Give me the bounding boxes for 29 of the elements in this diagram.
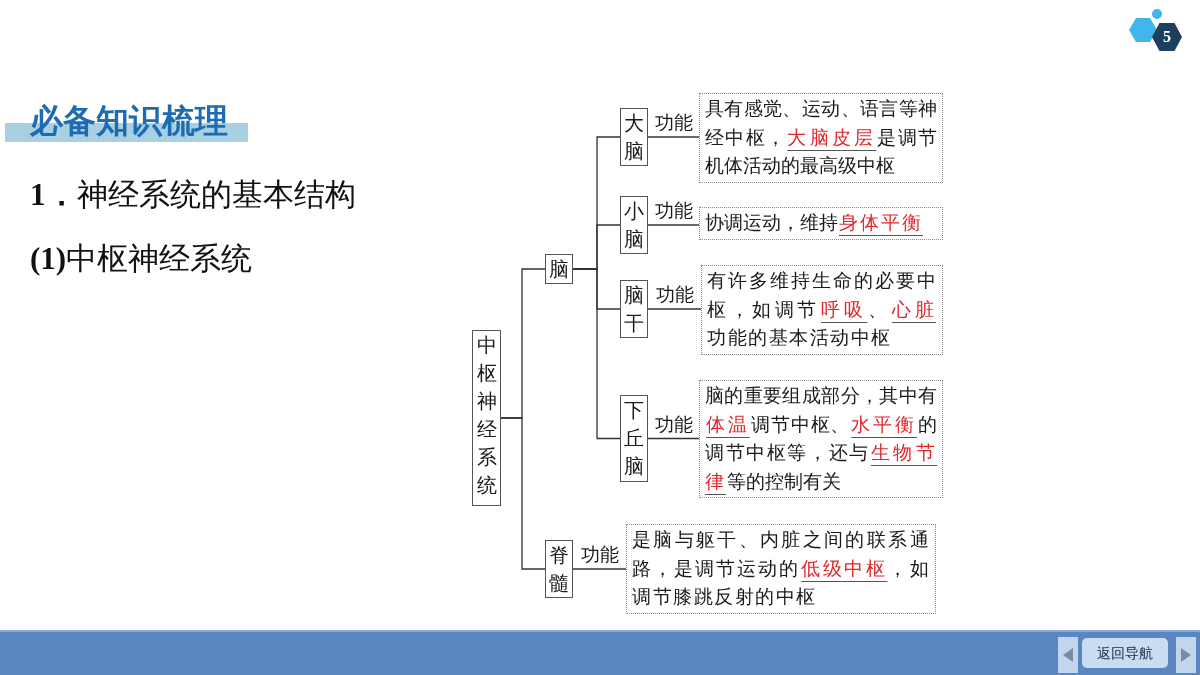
- term-box: 下丘脑: [620, 395, 648, 482]
- connector-line: [647, 224, 700, 226]
- connector-line: [572, 268, 621, 440]
- description-box: 协调运动，维持身体平衡: [699, 207, 943, 240]
- edge-label: 功能: [654, 413, 693, 436]
- edge-label: 功能: [655, 284, 694, 306]
- section-title: 1．神经系统的基本结构: [30, 176, 356, 214]
- connector-line: [647, 308, 702, 310]
- description-box: 脑的重要组成部分，其中有体温调节中枢、水平衡的调节中枢等，还与生物节律等的控制有关: [699, 380, 943, 498]
- edge-label: 功能: [580, 544, 619, 566]
- section-title: (1)中枢神经系统: [30, 240, 253, 278]
- term-box: 脑: [545, 254, 573, 284]
- page-number-badge: 5: [1152, 22, 1182, 52]
- navigation-button: 返回导航: [1082, 638, 1168, 668]
- description-box: 有许多维持生命的必要中枢，如调节呼吸、心脏功能的基本活动中枢: [701, 265, 943, 355]
- description-box: 是脑与躯干、内脏之间的联系通路，是调节运动的低级中枢，如调节膝跳反射的中枢: [626, 524, 936, 614]
- section-heading: 必备知识梳理: [5, 100, 248, 142]
- term-box: 大脑: [620, 108, 648, 166]
- description-box: 具有感觉、运动、语言等神经中枢，大脑皮层是调节机体活动的最高级中枢: [699, 93, 943, 183]
- connector-line: [500, 417, 546, 570]
- term-box: 小脑: [620, 196, 648, 254]
- connector-line: [572, 568, 627, 570]
- term-box: 中枢神经系统: [472, 330, 501, 506]
- term-box: 脑干: [620, 280, 648, 338]
- edge-label: 功能: [654, 200, 693, 222]
- connector-line: [647, 136, 700, 138]
- connector-line: [647, 437, 700, 440]
- term-box: 脊髓: [545, 540, 573, 598]
- edge-label: 功能: [654, 112, 693, 134]
